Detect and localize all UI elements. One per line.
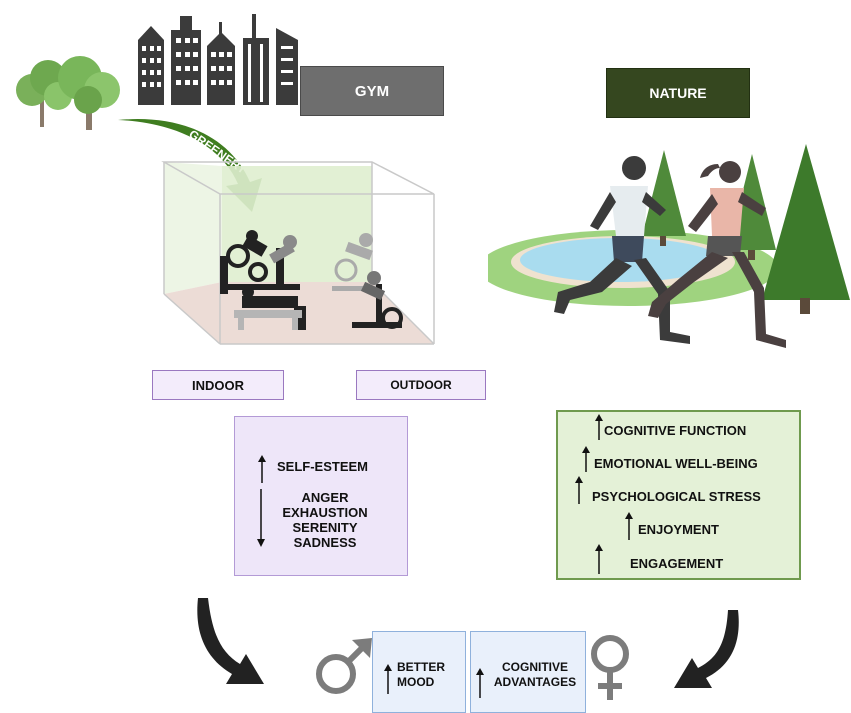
indoor-increase-item: SELF-ESTEEM [277, 459, 369, 474]
up-arrow-icon [575, 476, 583, 504]
nature-effect-item: EMOTIONAL WELL-BEING [594, 456, 758, 471]
gym-equipment-icon [220, 230, 403, 330]
cognitive-advantages-label: COGNITIVE ADVANTAGES [493, 660, 577, 689]
indoor-label: INDOOR [152, 370, 284, 400]
outdoor-label: OUTDOOR [356, 370, 486, 400]
up-arrow-icon [258, 455, 266, 483]
up-arrow-icon [476, 668, 484, 698]
curved-arrow-icon [197, 598, 264, 684]
better-mood-panel: BETTER MOOD [372, 631, 466, 713]
nature-effect-item: COGNITIVE FUNCTION [604, 423, 747, 438]
nature-effect-item: ENGAGEMENT [630, 556, 724, 571]
tree-icon [16, 56, 120, 130]
cognitive-advantages-panel: COGNITIVE ADVANTAGES [470, 631, 586, 713]
female-symbol-icon [591, 635, 629, 700]
indoor-effects-panel: SELF-ESTEEM ANGER EXHAUSTION SERENITY SA… [234, 416, 408, 576]
nature-label: NATURE [606, 68, 750, 118]
male-symbol-icon [316, 638, 372, 694]
up-arrow-icon [595, 544, 603, 574]
gym-label: GYM [300, 66, 444, 116]
nature-effect-item: PSYCHOLOGICAL STRESS [592, 489, 761, 504]
runners-icon [554, 156, 786, 348]
indoor-decrease-item: SERENITY [292, 520, 358, 535]
better-mood-label: BETTER MOOD [397, 660, 445, 689]
up-arrow-icon [582, 446, 590, 472]
indoor-decrease-item: ANGER [301, 490, 349, 505]
nature-effect-item: ENJOYMENT [638, 522, 719, 537]
indoor-decrease-item: EXHAUSTION [282, 505, 368, 520]
lake-icon [488, 230, 778, 306]
up-arrow-icon [625, 512, 633, 540]
curved-arrow-icon [674, 610, 739, 688]
indoor-decrease-item: SADNESS [293, 535, 357, 550]
down-arrow-icon [257, 489, 265, 547]
city-buildings-icon [138, 14, 298, 105]
up-arrow-icon [384, 664, 392, 694]
nature-effects-panel: COGNITIVE FUNCTION EMOTIONAL WELL-BEING … [556, 410, 801, 580]
up-arrow-icon [595, 414, 603, 440]
